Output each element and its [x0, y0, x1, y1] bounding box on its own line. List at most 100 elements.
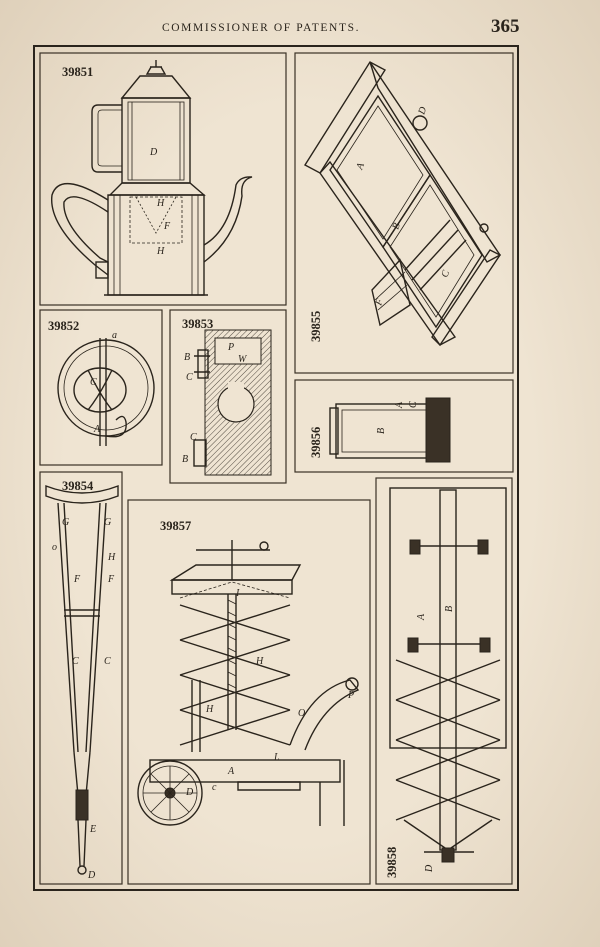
frame-panel-b	[382, 173, 483, 329]
extension-center-bar	[439, 489, 457, 851]
svg-text:C: C	[186, 372, 193, 383]
svg-text:D: D	[149, 147, 158, 158]
jack-base	[149, 759, 341, 783]
svg-text:A: A	[354, 161, 367, 172]
svg-text:H: H	[205, 704, 214, 715]
svg-text:H: H	[107, 552, 116, 563]
figure-39853-number: 39852	[48, 319, 79, 333]
running-head: COMMISSIONER OF PATENTS.	[162, 22, 361, 34]
svg-text:D: D	[87, 870, 96, 881]
frame-mechanism	[371, 258, 411, 327]
crutch-armrest	[45, 484, 119, 504]
svg-text:c: c	[212, 782, 217, 793]
figure-39854: 39854 G G o H F F C C E D	[39, 471, 123, 885]
svg-text:A: A	[227, 766, 235, 777]
svg-text:G: G	[62, 517, 69, 528]
figure-39856-frame	[294, 379, 514, 473]
svg-text:F: F	[163, 221, 171, 232]
svg-text:D: D	[424, 864, 435, 873]
svg-text:B: B	[182, 454, 188, 465]
svg-text:F: F	[107, 574, 115, 585]
svg-text:D: D	[416, 105, 429, 117]
figure-39858-number: 39858	[385, 847, 399, 878]
svg-text:I: I	[235, 588, 240, 599]
figure-39854-frame	[39, 471, 123, 885]
coffee-pot-lid-knob	[145, 60, 167, 75]
figure-39852-number: 39853	[182, 317, 213, 331]
figure-39857: 39857 I H H P O A	[127, 499, 371, 885]
figure-39855: 39855 A D B C F	[294, 52, 514, 374]
coffee-pot-dome	[120, 75, 192, 99]
svg-text:D: D	[185, 787, 194, 798]
svg-text:B: B	[444, 606, 455, 612]
figure-39858-frame	[375, 477, 513, 885]
svg-text:o: o	[52, 542, 57, 553]
jack-screw	[227, 594, 237, 730]
figure-39853-frame	[39, 309, 163, 466]
crutch-lower-joint	[75, 789, 89, 821]
figure-39857-number: 39857	[160, 519, 191, 533]
coffee-pot-shoulder	[108, 182, 206, 196]
svg-text:A: A	[394, 401, 405, 409]
frame-rail-left	[304, 61, 386, 174]
figure-39853: 39852 a C A	[39, 309, 163, 466]
svg-text:B: B	[390, 222, 402, 232]
crutch-tip	[77, 819, 87, 867]
figure-39851: 39851 D H F H	[39, 52, 287, 306]
figure-39858: 39858 A B D	[375, 477, 513, 885]
coffee-pot-handle	[51, 182, 109, 276]
jack-crank	[196, 540, 270, 580]
svg-text:C: C	[408, 401, 419, 408]
figure-39852-frame	[169, 309, 287, 484]
svg-text:H: H	[156, 198, 165, 209]
block-clamp-bottom	[193, 439, 207, 467]
strap-ring-hook	[105, 415, 127, 438]
crutch-handle	[64, 609, 100, 617]
coffee-pot-body	[107, 194, 205, 296]
page-number: 365	[491, 16, 520, 37]
figure-39855-frame	[294, 52, 514, 374]
jack-lever	[289, 679, 360, 751]
figure-39852: 39853 B P C W C B	[169, 309, 287, 484]
block-clamp-top	[197, 349, 209, 379]
svg-text:F: F	[373, 297, 386, 308]
svg-text:C: C	[439, 269, 452, 279]
figure-39851-number: 39851	[62, 65, 93, 79]
frame-rail-right	[431, 249, 502, 347]
figure-39856: 39856 B A C	[294, 379, 514, 473]
frame-rail-top	[369, 61, 502, 263]
svg-text:A: A	[93, 424, 101, 435]
cylinder-cap	[425, 397, 451, 463]
coffee-pot-spout	[203, 176, 253, 263]
figure-39855-number: 39855	[309, 311, 323, 342]
svg-text:P: P	[347, 690, 354, 701]
figure-39851-frame	[39, 52, 287, 306]
figure-39857-frame	[127, 499, 371, 885]
figure-39854-number: 39854	[62, 479, 94, 493]
svg-text:B: B	[376, 428, 387, 434]
frame-rail-bottom	[319, 160, 457, 346]
svg-text:P: P	[227, 342, 234, 353]
svg-text:C: C	[72, 656, 79, 667]
frame-knob	[412, 115, 428, 131]
svg-text:H: H	[255, 656, 264, 667]
crutch-right-rail	[85, 502, 107, 753]
svg-text:O: O	[298, 708, 305, 719]
svg-text:C: C	[104, 656, 111, 667]
figure-39856-number: 39856	[309, 427, 323, 458]
crutch-left-rail	[57, 502, 79, 753]
patent-plate-border	[33, 45, 519, 891]
extension-lazy-tongs	[395, 659, 501, 851]
jack-wheel	[137, 760, 203, 826]
coffee-pot-upper-handle	[91, 104, 122, 173]
svg-text:A: A	[416, 613, 427, 621]
svg-text:F: F	[73, 574, 81, 585]
svg-text:L: L	[273, 752, 280, 763]
svg-text:a: a	[112, 330, 117, 341]
svg-text:H: H	[156, 246, 165, 257]
jack-top-platform	[169, 564, 302, 581]
svg-text:C: C	[90, 377, 97, 388]
block-slot	[214, 337, 262, 365]
svg-text:C: C	[190, 432, 197, 443]
